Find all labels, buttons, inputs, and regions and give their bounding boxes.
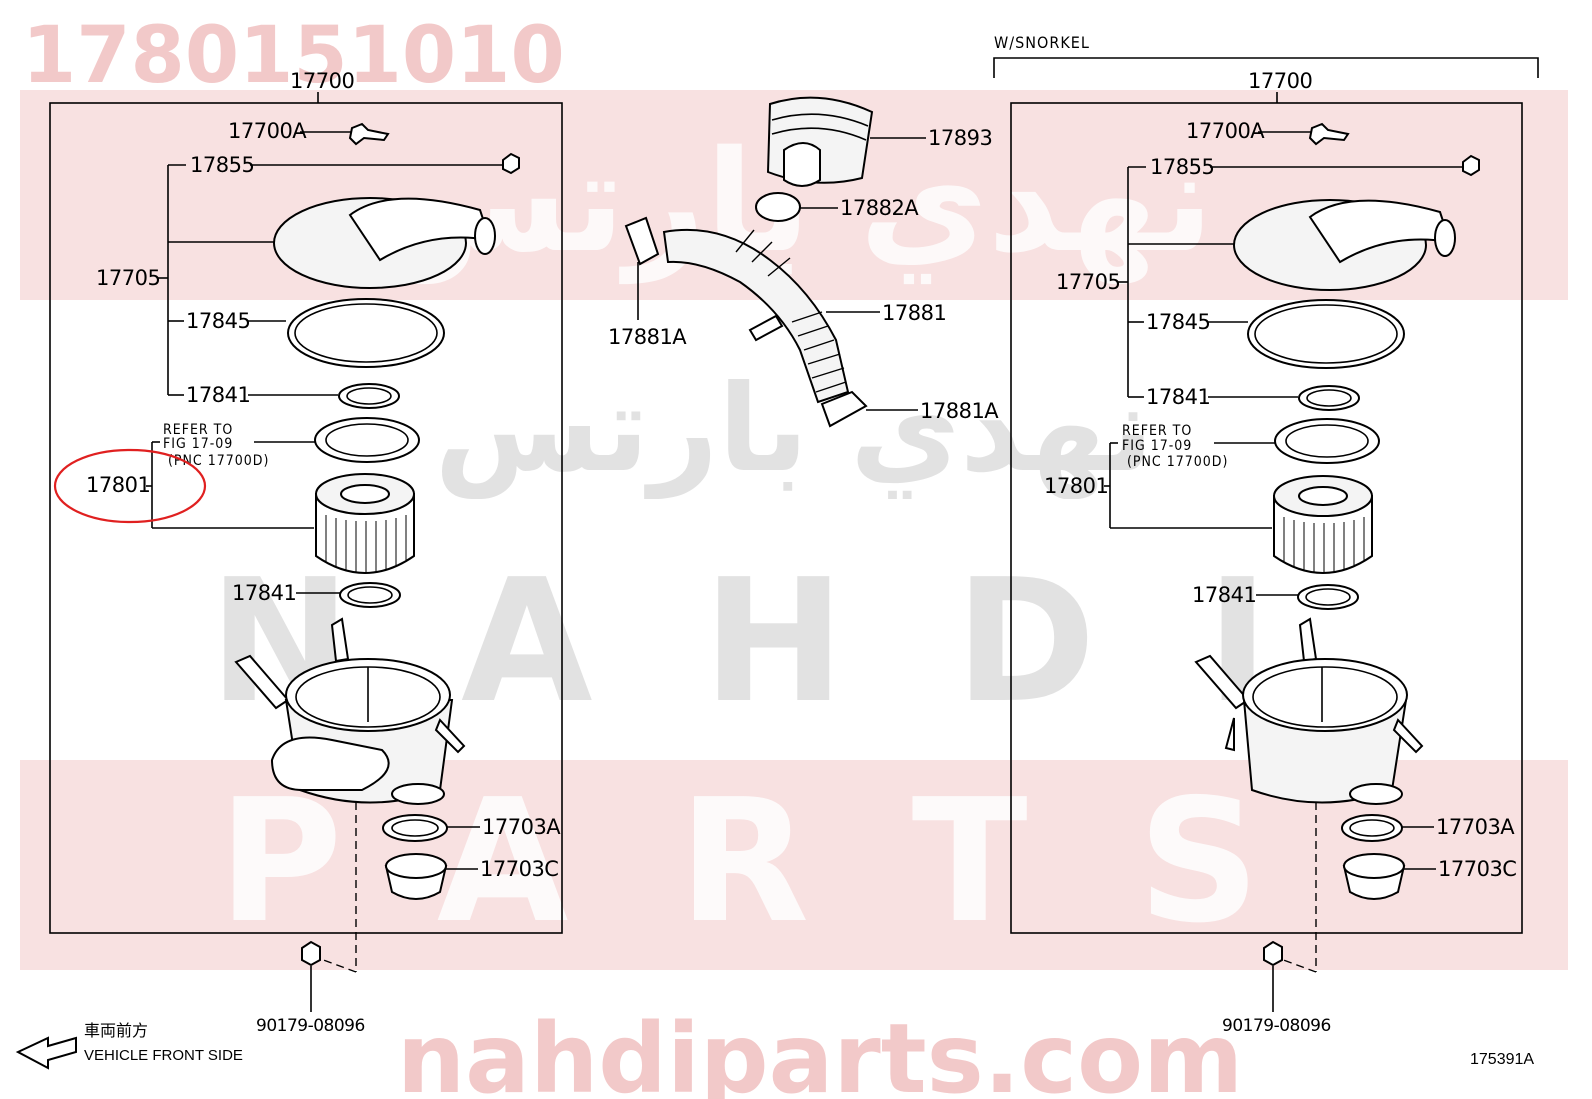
right-nut-icon: [1263, 940, 1283, 967]
right-drain-dash-2: [1277, 957, 1317, 973]
left-gasket-17845-inner: [294, 303, 438, 363]
right-label-17703C: 17703C: [1438, 857, 1516, 881]
center-hose-nipple: [748, 314, 784, 342]
center-label-17893: 17893: [928, 126, 992, 150]
watermark-arabic-2: نهدي بارتس: [434, 360, 1153, 499]
center-clamp-17882A: [755, 192, 801, 222]
left-label-17700A: 17700A: [228, 119, 307, 143]
left-wing-nut-icon: [348, 122, 390, 146]
left-label-nut: 90179-08096: [256, 1016, 365, 1036]
right-ring-17700D: [1274, 418, 1380, 464]
left-panel: 17700 17700A 17855 17705 17845 17841 RE: [49, 69, 563, 1036]
right-label-nut: 90179-08096: [1222, 1016, 1331, 1036]
left-gasket-17845: [287, 298, 445, 368]
right-cover-outlet: [1434, 219, 1456, 257]
right-grommet-17703A: [1341, 814, 1403, 842]
right-assembly-label: 17700: [1248, 69, 1312, 93]
left-label-17705: 17705: [96, 266, 160, 290]
right-label-17845: 17845: [1146, 310, 1210, 334]
right-refer-line1: REFER TO: [1122, 423, 1192, 439]
right-air-cleaner-housing: [1194, 617, 1424, 805]
right-label-17841-top: 17841: [1146, 385, 1210, 409]
left-highlight-circle: [53, 448, 207, 524]
right-cap-17703C-top: [1343, 853, 1405, 879]
left-label-17703A: 17703A: [482, 815, 561, 839]
right-filter-hole: [1298, 486, 1348, 506]
right-refer-line3: (PNC 17700D): [1127, 454, 1228, 470]
left-refer-line2: FIG 17-09: [163, 436, 233, 452]
direction-label-jp: 車両前方: [84, 1021, 148, 1040]
left-label-17703C: 17703C: [480, 857, 558, 881]
right-label-17855: 17855: [1150, 155, 1214, 179]
right-ring-17700D-inner: [1285, 424, 1369, 458]
left-ring-17700D: [314, 417, 420, 463]
left-panel-frame: [49, 102, 563, 934]
left-cover-outlet: [474, 217, 496, 255]
left-label-17855: 17855: [190, 153, 254, 177]
right-label-17700A: 17700A: [1186, 119, 1265, 143]
right-filter-pleats: [1283, 517, 1365, 572]
left-grommet-17703A-inner: [391, 819, 439, 837]
right-ring-17841-bottom-inner: [1305, 588, 1351, 606]
left-ring-17700D-inner: [325, 423, 409, 457]
center-assembly: 17893 17882A 17881 17881A 17881A: [608, 96, 1000, 428]
watermark-part-number: 1780151010: [22, 11, 565, 101]
right-grommet-17703A-inner: [1349, 819, 1395, 837]
center-label-17882A: 17882A: [840, 196, 919, 220]
left-refer-line1: REFER TO: [163, 422, 233, 438]
left-label-17841-bottom: 17841: [232, 581, 296, 605]
center-hose-bellows: [735, 229, 847, 393]
front-arrow-icon: [15, 1036, 77, 1070]
right-cap-nut-icon: [1462, 154, 1480, 177]
right-panel: W/SNORKEL 17700 17700A 17855 17705 17845…: [993, 33, 1539, 1036]
center-clamp-17881A-right: [820, 390, 868, 428]
right-label-17841-bottom: 17841: [1192, 583, 1256, 607]
left-assembly-label: 17700: [290, 69, 354, 93]
left-label-17845: 17845: [186, 309, 250, 333]
figure-code: 175391A: [1470, 1051, 1534, 1068]
left-refer-line3: (PNC 17700D): [168, 453, 269, 469]
footer: 車両前方 VEHICLE FRONT SIDE 175391A: [15, 1021, 1534, 1070]
variant-bracket: [993, 57, 1539, 78]
left-filter-pleats: [325, 515, 407, 572]
left-ring-17841-top-inner: [346, 387, 392, 405]
right-filter-element: [1273, 495, 1373, 574]
right-label-17705: 17705: [1056, 270, 1120, 294]
watermark-url: nahdiparts.com: [397, 1003, 1243, 1099]
right-gasket-17845-inner: [1254, 304, 1398, 364]
center-resonator-neck: [783, 142, 821, 187]
direction-label-en: VEHICLE FRONT SIDE: [84, 1047, 243, 1064]
left-filter-hole: [340, 484, 390, 504]
right-label-17801: 17801: [1044, 474, 1108, 498]
variant-label: W/SNORKEL: [994, 33, 1090, 52]
center-label-17881A-right: 17881A: [920, 399, 999, 423]
center-label-17881: 17881: [882, 301, 946, 325]
left-air-cleaner-housing: [234, 617, 466, 805]
right-ring-17841-top-inner: [1306, 389, 1352, 407]
left-nut-icon: [301, 940, 321, 967]
left-label-17841-top: 17841: [186, 383, 250, 407]
right-wing-nut-icon: [1308, 122, 1350, 146]
right-label-17703A: 17703A: [1436, 815, 1515, 839]
right-refer-line2: FIG 17-09: [1122, 438, 1192, 454]
center-label-17881A-left: 17881A: [608, 325, 687, 349]
left-drain-dash-2: [317, 957, 357, 973]
left-filter-element: [315, 493, 415, 574]
right-panel-frame: [1010, 102, 1523, 934]
left-cap-nut-icon: [502, 152, 520, 175]
center-resonator-ribs: [771, 113, 869, 141]
left-ring-17841-bottom-inner: [347, 586, 393, 604]
left-cap-17703C-top: [385, 853, 447, 879]
left-label-17801: 17801: [86, 473, 150, 497]
right-gasket-17845: [1247, 299, 1405, 369]
center-clamp-17881A-left: [624, 216, 660, 266]
